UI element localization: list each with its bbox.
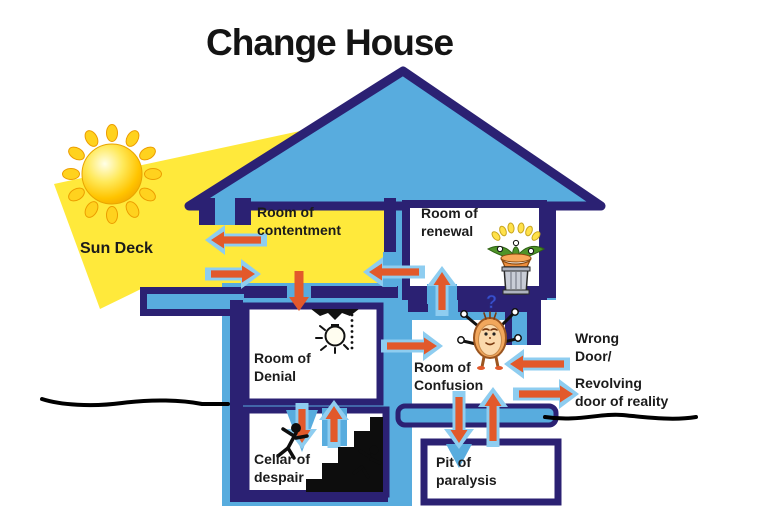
confusion-floor-ledge (395, 403, 559, 428)
pit-label: Pit of paralysis (436, 454, 497, 488)
flow-arrow (325, 406, 343, 442)
plant-in-trashcan-icon (486, 222, 546, 295)
roof-door-opening (215, 198, 235, 225)
sun-ray (106, 124, 118, 142)
lightbulb-icon (311, 309, 359, 354)
sun-ray (139, 187, 156, 202)
stairs-with-falling-figures-icon (276, 417, 383, 492)
sun-deck-label: Sun Deck (80, 240, 153, 257)
flow-arrow (369, 263, 419, 281)
sun-ray (125, 130, 140, 147)
flow-arrow (519, 385, 573, 403)
sun-icon (62, 124, 162, 224)
sun-ray (139, 146, 156, 161)
svg-text:?: ? (486, 292, 497, 312)
ground-line-right (543, 412, 698, 421)
pit-door-opening (446, 444, 472, 468)
sun-ray (84, 130, 99, 147)
sun-ray (68, 187, 85, 202)
flow-arrow (211, 231, 261, 249)
wrong-door-label: Wrong Door/ (575, 330, 620, 364)
flow-arrow (433, 272, 451, 310)
right-outer-wall (546, 204, 556, 298)
interior-walls (230, 198, 546, 502)
diagram-title: Change House (206, 22, 454, 63)
sun-ray (106, 206, 118, 224)
sun-ray (144, 168, 162, 180)
room-renewal-label: Room of renewal (421, 205, 478, 239)
sun-ray (84, 201, 99, 218)
ground-line-left (40, 397, 230, 408)
room-denial-box (242, 302, 384, 406)
sun-ray (68, 146, 85, 161)
flow-arrow (211, 265, 255, 283)
sun-ray (62, 168, 80, 180)
flow-arrow (387, 337, 437, 355)
cellar-label: Cellar of despair (254, 451, 311, 485)
room-confusion-label: Room of Confusion (414, 359, 484, 393)
revolving-door-label: Revolving door of reality (575, 375, 669, 409)
flow-arrow (289, 271, 309, 311)
flow-arrow (450, 397, 468, 443)
flow-arrows (205, 225, 579, 449)
flow-arrow (484, 393, 502, 441)
sun-ray (125, 201, 140, 218)
deck-walkway (140, 287, 258, 316)
room-contentment-label: Room of contentment (257, 204, 341, 238)
confused-clock-character-icon: ? (457, 292, 522, 370)
flow-arrow (510, 355, 564, 373)
room-denial-label: Room of Denial (254, 350, 311, 384)
